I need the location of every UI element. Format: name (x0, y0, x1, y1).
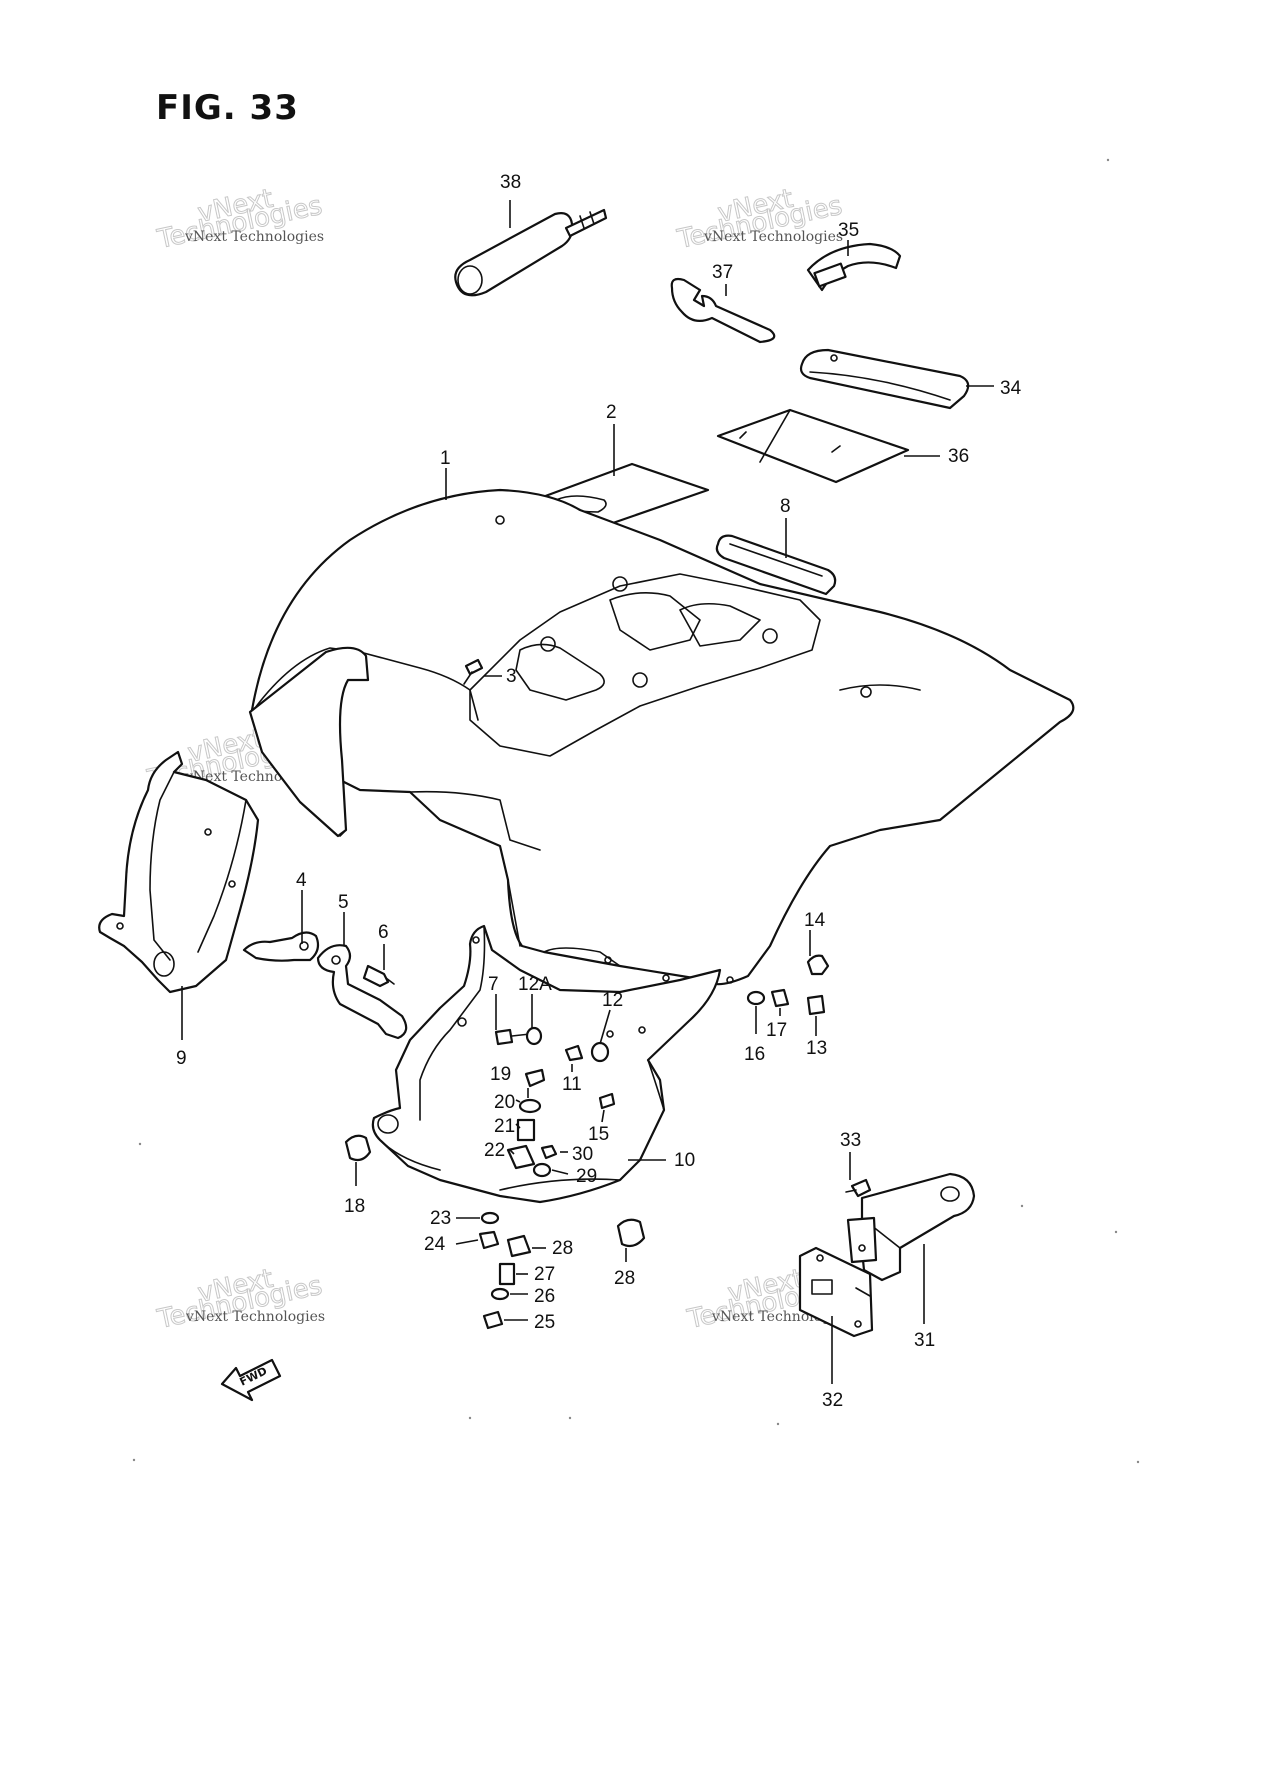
callout-2: 2 (606, 402, 617, 423)
part-9-left-mud-guard (98, 750, 260, 994)
part-31-support-arm (846, 1172, 976, 1282)
part-13-clip-nut (806, 994, 826, 1016)
callout-37: 37 (712, 262, 733, 283)
part-37-spanner-wrench (670, 277, 776, 344)
part-15-screw (598, 1092, 616, 1110)
callout-23: 23 (430, 1208, 451, 1229)
part-23-washer (480, 1211, 500, 1225)
part-27-spacer (498, 1262, 516, 1286)
part-20-washer (518, 1098, 542, 1114)
part-4-mounting-bracket (242, 931, 320, 962)
part-3-screw (463, 658, 484, 685)
callout-17: 17 (766, 1020, 787, 1041)
part-10-under-guard (371, 924, 722, 1204)
callout-35: 35 (838, 220, 859, 241)
part-17-collar (770, 988, 790, 1008)
callout-33: 33 (840, 1130, 861, 1151)
callout-9: 9 (176, 1048, 187, 1069)
callout-36: 36 (948, 446, 969, 467)
callout-20: 20 (494, 1092, 515, 1113)
part-11-screw (564, 1044, 584, 1062)
callout-28-grommet: 28 (614, 1268, 635, 1289)
part-5-brace-bar (316, 944, 408, 1040)
part-1-rear-fender (248, 488, 1075, 986)
part-34-tool-bag (799, 348, 970, 410)
callout-16: 16 (744, 1044, 765, 1065)
part-28-grommet (616, 1218, 646, 1248)
callout-1: 1 (440, 448, 451, 469)
scan-specks (132, 158, 1140, 1464)
callout-32: 32 (822, 1390, 843, 1411)
callout-21: 21 (494, 1116, 515, 1137)
part-22-rubber-mount (506, 1144, 536, 1170)
watermark-small-text: vNext Technologies (185, 1309, 325, 1325)
part-30-nut (540, 1144, 558, 1160)
callout-25: 25 (534, 1312, 555, 1333)
callout-18: 18 (344, 1196, 365, 1217)
part-19-bolt (524, 1068, 546, 1088)
callout-14: 14 (804, 910, 826, 931)
part-21-spacer (516, 1118, 536, 1142)
part-12-washer (590, 1041, 610, 1063)
callout-28: 28 (552, 1238, 573, 1259)
callout-26: 26 (534, 1286, 555, 1307)
callout-27: 27 (534, 1264, 555, 1285)
callout-10: 10 (674, 1150, 695, 1171)
callout-38: 38 (500, 172, 521, 193)
part-33-bolt (845, 1178, 872, 1198)
part-6-bolt (362, 964, 395, 988)
part-36-floor-mat (716, 408, 910, 484)
callout-19: 19 (490, 1064, 511, 1085)
watermark-top-right: Technologies vNext vNext Technologies (674, 183, 846, 255)
callout-24: 24 (424, 1234, 446, 1255)
part-26-washer (490, 1287, 510, 1301)
part-18-grommet (344, 1134, 372, 1162)
part-38-tool-grip (454, 208, 608, 297)
callout-labels: 38 37 35 34 36 2 1 8 3 4 5 6 9 7 12A 12 … (176, 172, 1022, 1411)
callout-29: 29 (576, 1166, 597, 1187)
callout-6: 6 (378, 922, 389, 943)
watermark-bottom-left: Technologies vNext vNext Technologies (154, 1263, 326, 1335)
figure-title: FIG. 33 (156, 88, 299, 128)
part-25-bolt (482, 1310, 504, 1330)
part-12A-washer (525, 1026, 543, 1046)
callout-5: 5 (338, 892, 349, 913)
part-24-nut (478, 1230, 500, 1250)
callout-15: 15 (588, 1124, 609, 1145)
watermark-small-text: vNext Technologies (703, 229, 843, 245)
callout-13: 13 (806, 1038, 827, 1059)
part-8-suzuki-emblem (715, 534, 837, 596)
callout-4: 4 (296, 870, 307, 891)
callout-3: 3 (506, 666, 517, 687)
part-14-nut (806, 954, 830, 976)
callout-31: 31 (914, 1330, 935, 1351)
watermark-top-left: Technologies vNext vNext Technologies (154, 183, 326, 255)
callout-22: 22 (484, 1140, 505, 1161)
part-28-rubber-mount-lower (506, 1234, 532, 1258)
callout-34: 34 (1000, 378, 1022, 399)
part-7-screw (494, 1028, 531, 1046)
callout-7: 7 (488, 974, 499, 995)
callout-12: 12 (602, 990, 623, 1011)
forward-direction-arrow: FWD (220, 1358, 282, 1402)
watermark-small-text: vNext Technologies (184, 229, 324, 245)
leader-lines (181, 200, 994, 1384)
callout-8: 8 (780, 496, 791, 517)
part-16-washer (746, 990, 766, 1006)
part-35-strap-band (806, 242, 902, 292)
part-32-bracket-plate (798, 1246, 874, 1338)
callout-30: 30 (572, 1144, 593, 1165)
callout-11: 11 (562, 1074, 582, 1095)
callout-12A: 12A (518, 974, 552, 995)
part-29-washer (532, 1162, 552, 1178)
